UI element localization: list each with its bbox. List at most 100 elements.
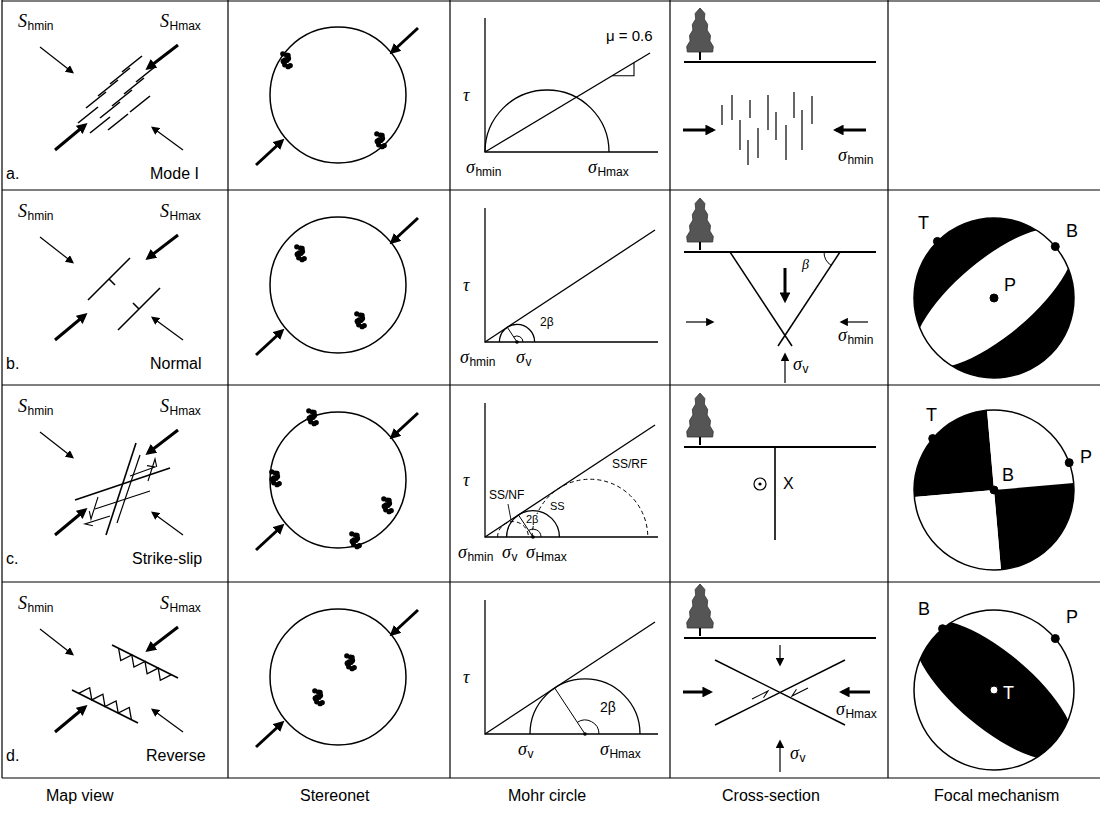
mohr-circle	[485, 90, 609, 152]
diagram-label: Normal	[150, 356, 202, 372]
angle-arc	[577, 720, 599, 734]
mohr-axes	[485, 18, 658, 152]
subscript-label: Hmax	[170, 20, 201, 32]
pole-point	[379, 144, 384, 149]
vertical-crack	[731, 95, 732, 120]
pole-point	[281, 59, 286, 64]
diagram-label: 2β	[600, 700, 616, 714]
diagram-label: σ	[838, 326, 847, 344]
radius-line	[507, 327, 517, 342]
slip-half-arrow	[89, 497, 98, 519]
pole-point	[375, 139, 380, 144]
subscript-label: Hmax	[535, 551, 566, 563]
diagram-label: σ	[526, 543, 535, 561]
axis-dot	[939, 625, 947, 633]
pole-point	[285, 64, 290, 69]
vertical-crack	[775, 112, 776, 140]
thin-stress-arrow	[40, 629, 72, 654]
pole-point	[274, 482, 279, 487]
mode-i-crack	[78, 107, 98, 123]
diagram-label: X	[783, 476, 794, 492]
reverse-fault	[715, 660, 845, 725]
thin-stress-arrow	[40, 47, 72, 72]
axis-dot	[929, 435, 937, 443]
diagram-label: Reverse	[146, 748, 206, 764]
axis-dot	[1065, 459, 1073, 467]
bold-stress-arrow	[148, 430, 178, 453]
pole-point	[360, 313, 365, 318]
pole-point	[359, 324, 364, 329]
out-of-page-dot	[758, 482, 761, 485]
vertical-crack	[749, 100, 750, 118]
subscript-label: hmin	[28, 405, 54, 417]
mohr-axes	[485, 600, 658, 734]
subscript-label: Hmax	[597, 166, 628, 178]
pole-point	[269, 469, 274, 474]
diagram-label: σ	[458, 543, 467, 561]
mode-i-crack	[124, 78, 144, 94]
thin-stress-arrow	[40, 237, 72, 262]
bold-stress-arrow	[256, 331, 282, 355]
grid-line	[669, 0, 670, 778]
ground-surface	[684, 446, 876, 448]
grid-line	[2, 189, 1100, 190]
pole-point	[299, 257, 304, 262]
diagram-label: T	[1003, 684, 1014, 702]
pole-point	[380, 133, 385, 138]
mode-i-crack	[98, 80, 118, 96]
thrust-teeth	[119, 648, 172, 680]
subscript-label: hmin	[475, 166, 501, 178]
subscript-label: hmin	[28, 20, 54, 32]
pole-point	[311, 421, 316, 426]
subscript-label: Hmax	[609, 748, 640, 760]
diagram-label: Mode I	[150, 166, 199, 182]
diagram-label: τ	[463, 276, 469, 294]
thin-stress-arrow	[779, 742, 780, 772]
mohr-circle	[530, 679, 640, 734]
thin-stress-arrow	[153, 128, 183, 150]
bold-stress-arrow	[256, 141, 282, 165]
subscript-label: v	[525, 356, 531, 368]
subscript-label: Hmax	[845, 708, 876, 720]
stereonet-circle	[270, 217, 406, 353]
diagram-label: d.	[6, 748, 19, 764]
pole-point	[300, 246, 305, 251]
diagram-label: b.	[6, 356, 19, 372]
diagram-label: σ	[838, 146, 847, 164]
tree	[687, 584, 714, 628]
diagram-label: 2β	[540, 316, 554, 328]
pole-point	[354, 544, 359, 549]
mode-i-crack	[108, 114, 128, 130]
grid-line	[227, 0, 228, 778]
diagram-label: τ	[463, 86, 469, 104]
radius-line	[555, 688, 585, 734]
mohr-circle	[499, 324, 534, 342]
beachball-outline	[914, 610, 1074, 770]
grid-line	[2, 777, 1100, 778]
mohr-axes	[485, 403, 658, 537]
mode-i-crack	[130, 96, 150, 112]
vertical-crack	[811, 96, 812, 124]
tree-trunk	[699, 437, 701, 445]
pole-point	[312, 410, 317, 415]
ground-surface	[684, 251, 876, 253]
diagram-label: S	[160, 594, 169, 612]
bold-stress-arrow	[55, 510, 85, 535]
slip-half-arrow	[752, 691, 768, 699]
subscript-label: v	[802, 363, 808, 375]
bold-stress-arrow	[392, 610, 418, 634]
pole-point	[345, 661, 350, 666]
slip-half-arrow	[792, 688, 808, 696]
diagram-label: SS/NF	[489, 489, 524, 501]
diagram-label: T	[918, 214, 929, 232]
pole-point	[386, 509, 391, 514]
bold-stress-arrow	[55, 315, 85, 340]
pole-point	[355, 319, 360, 324]
diagram-label: S	[160, 202, 169, 220]
thin-stress-arrow	[153, 710, 183, 732]
leader-line	[508, 504, 511, 520]
diagram-label: Focal mechanism	[934, 788, 1059, 804]
pole-point	[307, 416, 312, 421]
reverse-fault	[715, 660, 845, 725]
